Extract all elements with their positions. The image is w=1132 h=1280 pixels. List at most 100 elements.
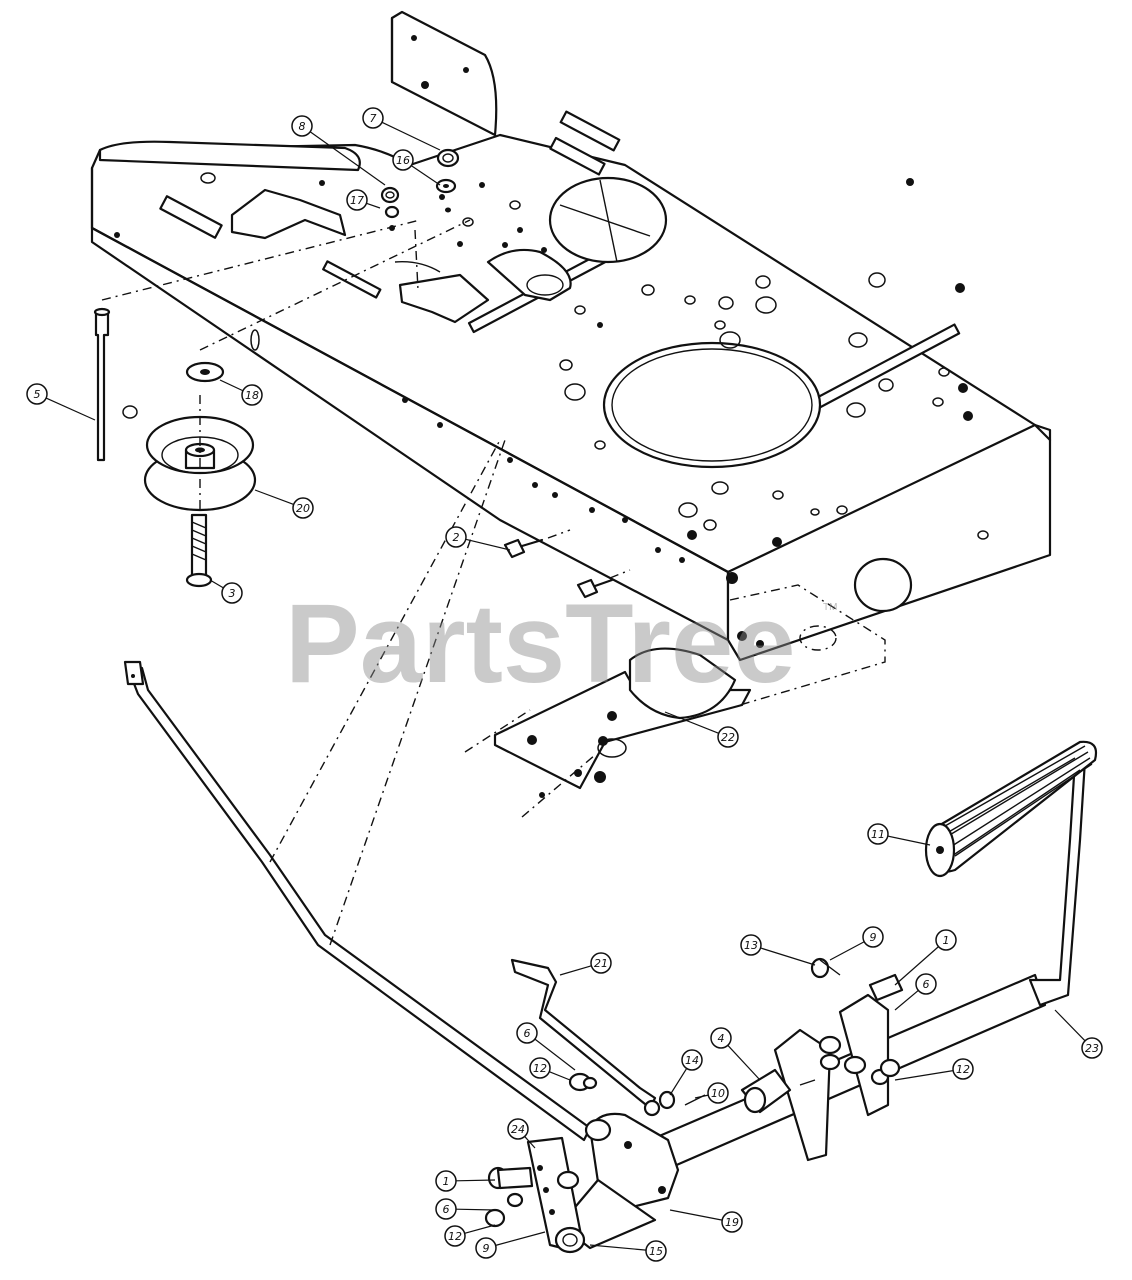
frame-assembly [90,10,1052,662]
callout-10: 10 [694,1082,729,1104]
callout-leader [727,1044,761,1081]
callout-leader [465,538,511,551]
callout-number: 19 [725,1216,739,1229]
callout-5: 5 [26,383,96,421]
callout-leader [45,397,96,421]
callout-circle [1081,1037,1103,1059]
callout-leader [894,946,939,986]
callout-leader [381,121,441,151]
callout-number: 10 [711,1087,725,1100]
callout-13: 13 [740,934,816,966]
callout-circle [721,1211,743,1233]
callout-number: 15 [649,1245,663,1258]
callout-number: 1 [443,1175,450,1188]
frame-fasteners [380,148,631,599]
callout-leader [669,1209,723,1221]
callout-number: 17 [350,194,364,207]
callout-number: 12 [533,1062,547,1075]
callout-6: 6 [894,973,937,1011]
callout-16: 16 [392,149,441,186]
callout-circle [915,973,937,995]
callout-4: 4 [710,1027,761,1081]
callout-number: 11 [871,828,885,841]
callout-number: 12 [448,1230,462,1243]
callout-circle [717,726,739,748]
callout-1: 1 [894,929,957,986]
callout-circle [862,926,884,948]
callout-number: 6 [923,978,930,991]
callout-number: 12 [956,1063,970,1076]
callout-number: 14 [685,1054,699,1067]
callout-leader [669,1068,688,1096]
callout-number: 8 [299,120,306,133]
callout-circle [291,115,313,137]
callout-circle [935,929,957,951]
callout-leader [309,131,386,186]
callout-leader [694,1094,709,1099]
callout-number: 16 [396,154,410,167]
callout-number: 18 [245,389,259,402]
callout-7: 7 [362,107,441,151]
callout-6: 6 [435,1198,496,1220]
callout-17: 17 [346,189,381,211]
callout-9: 9 [829,926,884,961]
callout-leader [664,711,719,734]
callout-12: 12 [444,1224,496,1247]
callout-circle [952,1058,974,1080]
callout-circle [516,1022,538,1044]
callout-leader [887,835,931,846]
callout-leader [495,1231,546,1246]
callout-leader [209,579,224,589]
callout-number: 9 [483,1242,490,1255]
callout-leader [455,1208,496,1211]
callout-circle [707,1082,729,1104]
idler-pulley-assembly [93,219,471,588]
callout-number: 2 [453,531,460,544]
callout-11: 11 [867,823,931,846]
callout-number: 13 [744,939,758,952]
callout-leader [254,489,294,506]
callout-number: 1 [943,934,950,947]
callout-number: 24 [511,1123,525,1136]
callout-24: 24 [507,1118,536,1149]
callout-1: 1 [435,1170,496,1192]
callout-leader [760,947,816,966]
callout-leader [366,202,381,209]
callout-number: 6 [443,1203,450,1216]
callout-circle [26,383,48,405]
callout-23: 23 [1054,1009,1103,1059]
callout-12: 12 [894,1058,974,1081]
callout-number: 23 [1085,1042,1099,1055]
callout-number: 9 [870,931,877,944]
callout-18: 18 [219,379,263,406]
watermark-trademark: TM [823,602,837,613]
lower-bracket [464,584,886,818]
callout-circle [392,149,414,171]
callout-22: 22 [664,711,739,748]
callout-number: 21 [594,957,608,970]
callout-leader [559,965,592,976]
callout-leader [410,165,441,186]
callout-circle [710,1027,732,1049]
callout-leader [1054,1009,1086,1042]
callout-leader [219,379,244,392]
callout-leader [589,1244,647,1251]
callout-19: 19 [669,1209,743,1233]
callout-leader [894,989,919,1011]
callout-leader [549,1071,571,1081]
pivot-assembly [484,957,904,1254]
callout-circle [590,952,612,974]
callout-circle [221,582,243,604]
callout-circle [475,1237,497,1259]
callout-leader [894,1070,954,1081]
callout-2: 2 [445,526,511,551]
callout-number: 6 [524,1027,531,1040]
callout-circle [645,1240,667,1262]
callout-number: 4 [718,1032,725,1045]
callout-circle [507,1118,529,1140]
callout-circle [362,107,384,129]
callout-leader [524,1136,536,1149]
callout-number: 22 [721,731,735,744]
callout-number: 20 [296,502,310,515]
